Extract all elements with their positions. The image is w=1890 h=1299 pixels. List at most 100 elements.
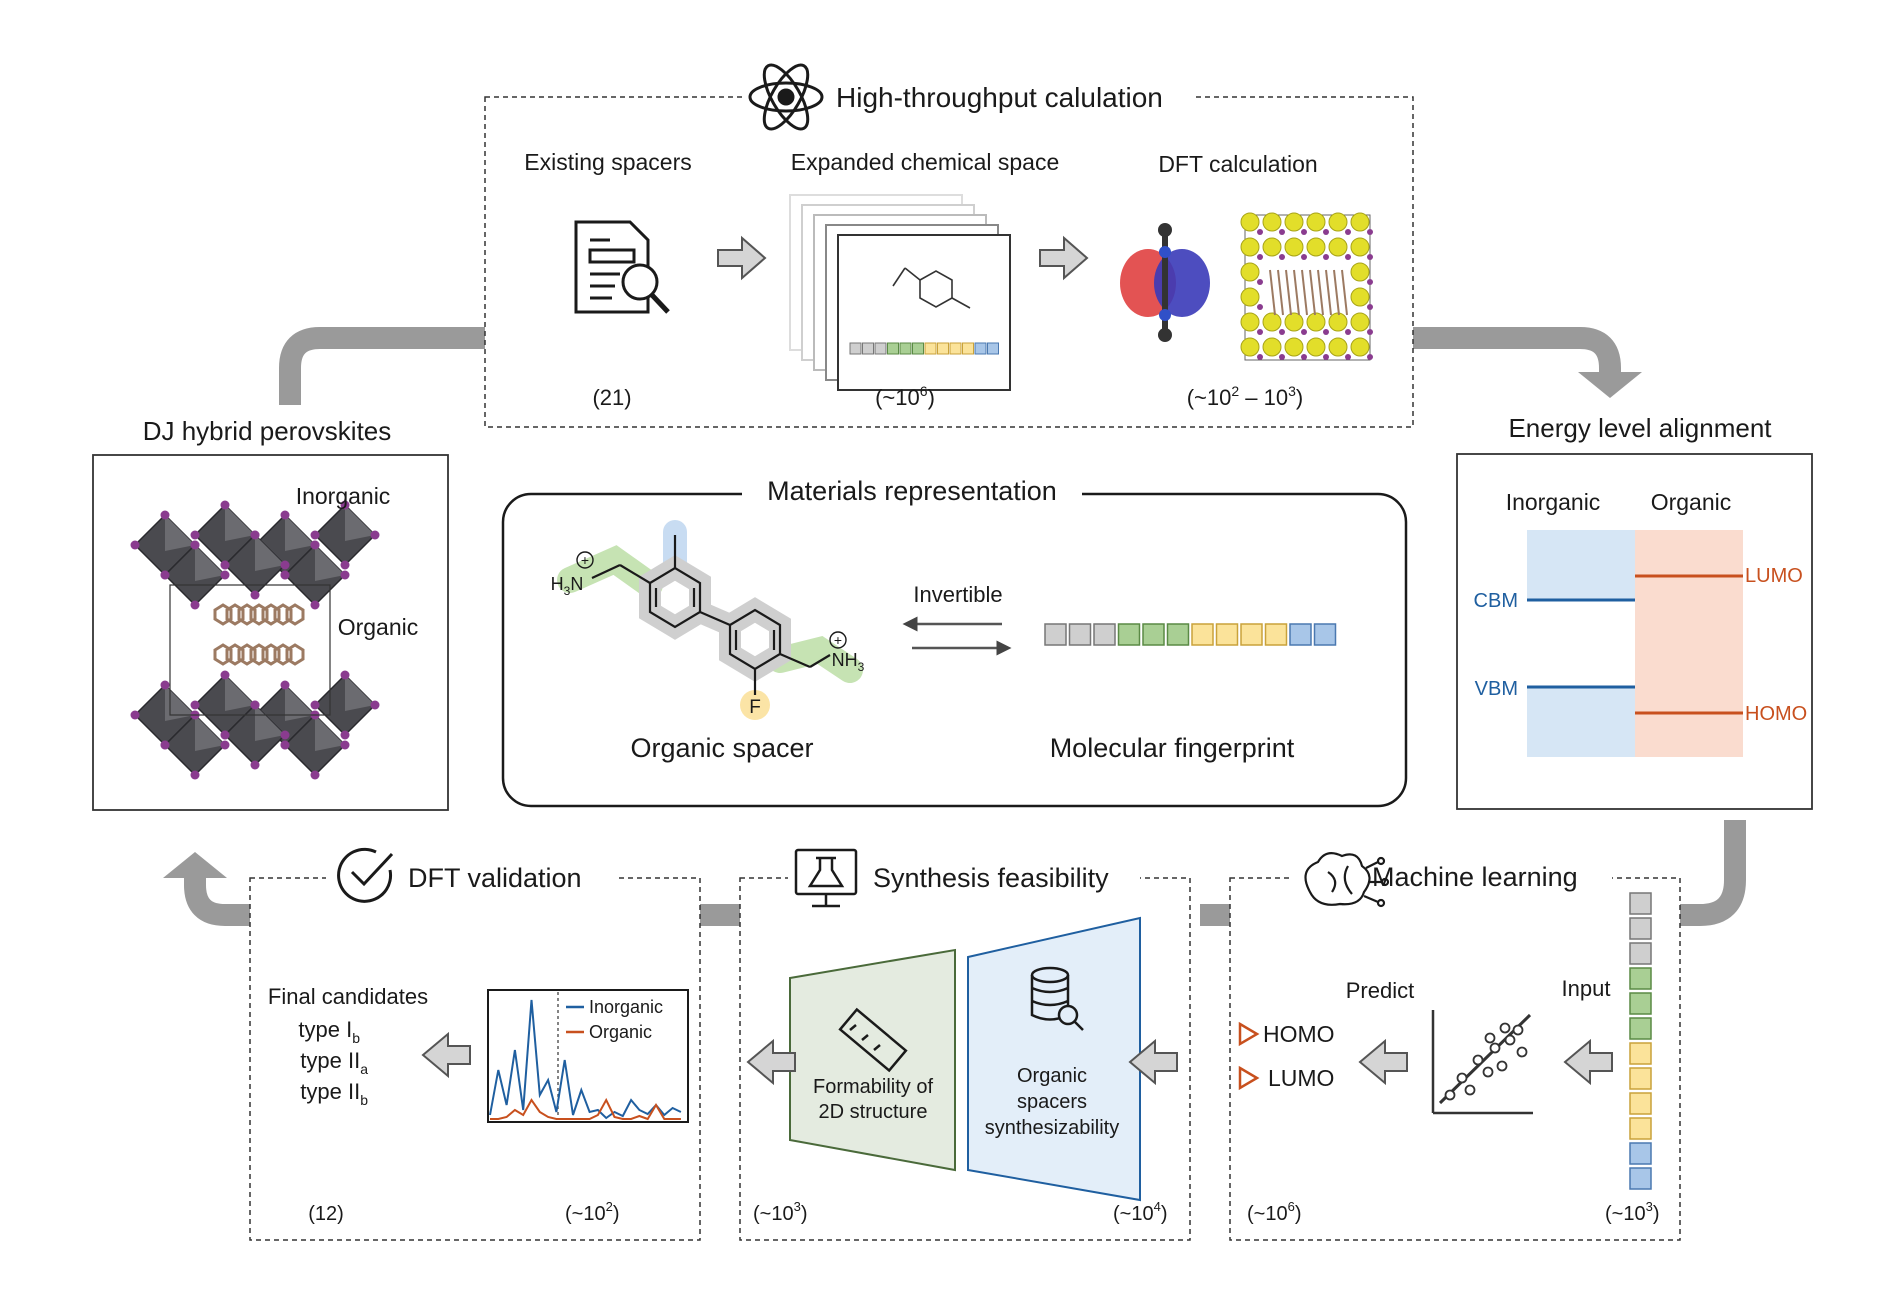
fingerprint-bit — [1166, 623, 1190, 646]
arrow-dos-to-candidates — [421, 1031, 471, 1079]
legend-inorganic-label: Inorganic — [589, 997, 663, 1017]
card-fingerprint-bit — [974, 342, 987, 355]
card-molecule-sketch — [892, 267, 971, 309]
check-badge-icon — [337, 847, 394, 903]
arrow-synthesis-to-validation — [746, 1038, 796, 1086]
document-search-icon — [574, 220, 670, 314]
fingerprint-bit — [1117, 623, 1141, 646]
final-candidates-label: Final candidates — [268, 984, 428, 1009]
organic-spacer-structure: H3N + NH3 + F — [551, 520, 865, 720]
high-throughput-title: High-throughput calulation — [836, 82, 1163, 113]
machine-learning-title: Machine learning — [1372, 862, 1578, 892]
arrow-existing-to-expanded — [717, 235, 767, 281]
ml-count-left: (~106) — [1247, 1199, 1302, 1225]
ml-input-bit — [1629, 992, 1652, 1015]
fingerprint-bit — [1264, 623, 1288, 646]
ml-input-label: Input — [1562, 976, 1611, 1001]
scatter-dot — [1499, 1022, 1511, 1034]
scatter-dot — [1512, 1024, 1524, 1036]
nh3-group-label: NH3 — [832, 650, 865, 674]
card-fingerprint — [849, 342, 999, 355]
existing-spacers-count: (21) — [592, 385, 631, 410]
card-fingerprint-bit — [849, 342, 862, 355]
arrowhead-energy-in — [1578, 372, 1642, 398]
machine-learning-panel: Machine learning Input Predict HOMO LUMO… — [1229, 850, 1681, 1241]
arrow-model-to-output — [1358, 1038, 1408, 1086]
high-throughput-panel: High-throughput calulation Existing spac… — [484, 63, 1414, 428]
energy-inorganic-label: Inorganic — [1506, 489, 1601, 515]
type-iia-label: type IIa — [300, 1048, 368, 1077]
organic-spacer-caption: Organic spacer — [630, 733, 813, 763]
scatter-dot — [1484, 1032, 1496, 1044]
fingerprint-bit — [1068, 623, 1092, 646]
materials-title: Materials representation — [767, 476, 1057, 506]
arrow-expanded-to-dft — [1039, 235, 1089, 281]
ml-input-bit — [1629, 1067, 1652, 1090]
dj-title: DJ hybrid perovskites — [143, 416, 392, 446]
ml-input-bit — [1629, 1017, 1652, 1040]
lab-monitor-icon — [794, 848, 858, 908]
fingerprint-bit — [1240, 623, 1263, 646]
brain-network-icon — [1304, 851, 1390, 908]
database-search-icon — [1030, 966, 1084, 1031]
formability-line-1: Formability of — [813, 1076, 933, 1098]
scatter-dot — [1489, 1042, 1501, 1054]
card-fingerprint-bit — [924, 342, 937, 355]
expanded-space-count: (~106) — [875, 383, 935, 410]
scatter-dot — [1496, 1060, 1508, 1072]
energy-alignment-panel: Energy level alignment Inorganic Organic… — [1456, 413, 1813, 810]
card-fingerprint-bit — [899, 342, 912, 355]
expanded-space-label: Expanded chemical space — [791, 149, 1060, 175]
ml-predict-label: Predict — [1346, 978, 1414, 1003]
legend-organic-label: Organic — [589, 1022, 652, 1042]
ml-input-bit — [1629, 892, 1652, 915]
card-fingerprint-bit — [987, 342, 999, 355]
type-iib-label: type IIb — [300, 1079, 368, 1108]
regression-plot-icon — [1431, 1010, 1533, 1115]
connector-bottom-left — [184, 875, 250, 926]
arrowhead-dj-in — [163, 852, 227, 878]
scatter-dot — [1472, 1054, 1484, 1066]
synthesizability-line-2: spacers — [1017, 1091, 1087, 1113]
h3n-group-label: H3N — [551, 574, 584, 598]
card-fingerprint-bit — [937, 342, 949, 355]
fingerprint-bit — [1093, 623, 1116, 646]
formability-line-2: 2D structure — [819, 1101, 928, 1123]
ml-input-bit — [1629, 1117, 1652, 1140]
connector-right-down — [1660, 820, 1746, 926]
dj-inorganic-label: Inorganic — [296, 483, 391, 509]
dft-validation-panel: DFT validation Final candidates type Ib … — [249, 847, 701, 1241]
molecular-fingerprint-bar — [1044, 623, 1337, 646]
energy-organic-label: Organic — [1651, 489, 1732, 515]
card-fingerprint-bit — [912, 342, 924, 355]
ml-input-bit — [1629, 1092, 1652, 1115]
homo-triangle-icon — [1238, 1021, 1260, 1047]
lumo-label: LUMO — [1745, 565, 1803, 587]
molecular-fingerprint-caption: Molecular fingerprint — [1050, 733, 1295, 763]
ml-input-bit — [1629, 917, 1652, 940]
ml-count-right: (~103) — [1605, 1199, 1660, 1225]
dft-calculation-label: DFT calculation — [1158, 151, 1317, 177]
materials-representation-panel: Materials representation — [501, 472, 1408, 808]
type-ib-label: type Ib — [298, 1017, 360, 1046]
atom-icon — [748, 63, 824, 131]
fingerprint-bit — [1313, 623, 1337, 646]
ml-input-bit — [1629, 942, 1652, 965]
fingerprint-bit — [1289, 623, 1312, 646]
dft-validation-title: DFT validation — [408, 863, 582, 893]
synthesizability-funnel — [967, 916, 1141, 1202]
perovskite-structure-render — [130, 500, 380, 780]
perovskite-charge-density-render — [1240, 212, 1373, 361]
ml-input-fingerprint — [1629, 892, 1652, 1190]
formability-funnel — [789, 948, 956, 1172]
dj-perovskite-panel: DJ hybrid perovskites Inorganic Organic — [92, 416, 449, 811]
ruler-icon — [838, 1007, 908, 1073]
validation-count-right: (~102) — [565, 1199, 620, 1225]
synthesizability-line-1: Organic — [1017, 1065, 1087, 1087]
synthesis-count-left: (~103) — [753, 1199, 808, 1225]
ml-homo-output: HOMO — [1263, 1021, 1335, 1047]
existing-spacers-label: Existing spacers — [524, 149, 691, 175]
h3n-charge: + — [581, 552, 589, 568]
fluorine-atom-label: F — [749, 697, 761, 718]
